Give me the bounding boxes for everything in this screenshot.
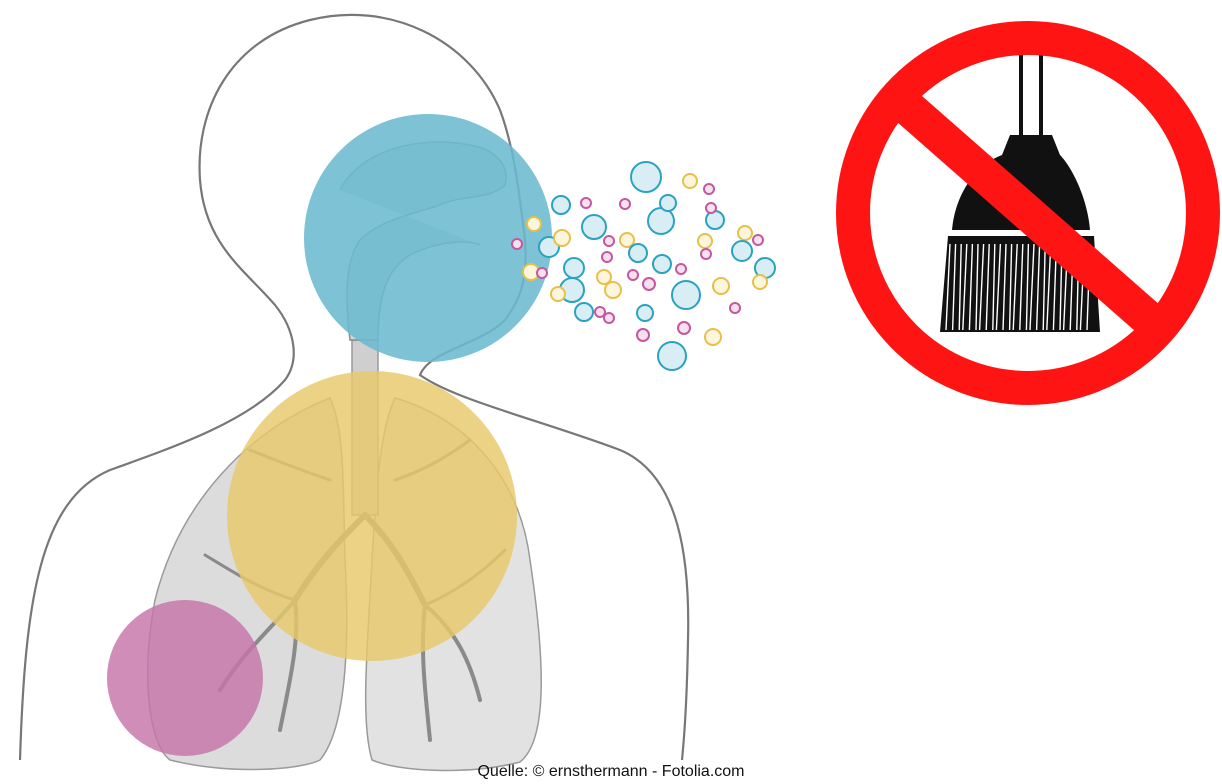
particle xyxy=(683,174,697,188)
particle xyxy=(551,287,565,301)
particle xyxy=(575,303,593,321)
particle xyxy=(738,226,752,240)
particle xyxy=(730,303,740,313)
particle xyxy=(628,270,638,280)
particle xyxy=(582,215,606,239)
particle xyxy=(620,199,630,209)
particle xyxy=(604,236,614,246)
particle xyxy=(676,264,686,274)
image-credit: Quelle: © ernsthermann - Fotolia.com xyxy=(0,762,1222,782)
particle xyxy=(620,233,634,247)
particle xyxy=(552,196,570,214)
particle xyxy=(595,307,605,317)
particle xyxy=(604,313,614,323)
particle xyxy=(637,305,653,321)
exhaled-particles xyxy=(512,162,775,370)
particle xyxy=(698,234,712,248)
particle xyxy=(653,255,671,273)
particle xyxy=(512,239,522,249)
alveoli-circle xyxy=(107,600,263,756)
particle xyxy=(732,241,752,261)
particle xyxy=(637,329,649,341)
particle xyxy=(705,329,721,345)
particle xyxy=(629,244,647,262)
particle xyxy=(672,281,700,309)
particle xyxy=(658,342,686,370)
particle xyxy=(581,198,591,208)
particle xyxy=(704,184,714,194)
particle xyxy=(678,322,690,334)
particle xyxy=(753,235,763,245)
particle xyxy=(631,162,661,192)
particle xyxy=(527,217,541,231)
particle xyxy=(648,208,674,234)
particle xyxy=(713,278,729,294)
particle xyxy=(753,275,767,289)
particle xyxy=(602,252,612,262)
particle xyxy=(660,195,676,211)
particle xyxy=(706,203,716,213)
particle xyxy=(537,268,547,278)
particle xyxy=(643,278,655,290)
particle xyxy=(597,270,611,284)
particle xyxy=(701,249,711,259)
particle xyxy=(564,258,584,278)
particle xyxy=(554,230,570,246)
no-sweeping-icon xyxy=(853,38,1203,388)
particle xyxy=(706,211,724,229)
mouth-nose-circle xyxy=(304,114,552,362)
trachea-bronchi-circle xyxy=(227,371,517,661)
particle xyxy=(605,282,621,298)
